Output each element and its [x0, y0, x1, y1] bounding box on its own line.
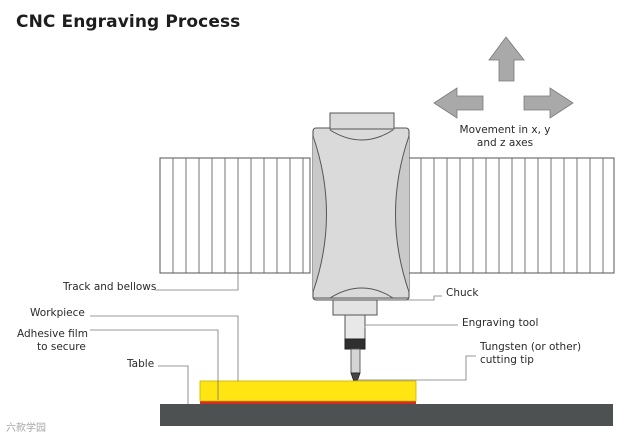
label-movement-line1: Movement in x, y	[459, 124, 551, 136]
label-table: Table	[127, 358, 155, 370]
label-workpiece: Workpiece	[30, 307, 85, 319]
bellows-left	[159, 157, 311, 274]
engraving-tool	[350, 348, 361, 388]
label-movement: Movement in x, y and z axes	[454, 124, 556, 150]
label-movement-line2: and z axes	[476, 137, 534, 149]
diagram-title: CNC Engraving Process	[16, 12, 241, 32]
movement-arrows	[433, 36, 574, 119]
table	[160, 404, 613, 426]
label-adhesive-line2: to secure	[37, 341, 86, 353]
leader-lines	[90, 273, 476, 404]
watermark: 六款学园	[6, 423, 46, 434]
label-chuck: Chuck	[446, 287, 479, 299]
bellows-right	[407, 157, 615, 274]
spindle-head	[312, 112, 410, 301]
label-tip-line1: Tungsten (or other)	[480, 341, 582, 353]
arrow-up-icon	[488, 36, 525, 82]
label-tip: Tungsten (or other) cutting tip	[480, 341, 581, 367]
label-tip-line2: cutting tip	[480, 354, 534, 366]
label-adhesive-line1: Adhesive film	[17, 328, 88, 340]
label-track: Track and bellows	[63, 281, 157, 293]
arrow-right-icon	[523, 87, 574, 119]
workpiece	[199, 380, 417, 402]
arrow-left-icon	[433, 87, 484, 119]
adhesive-film	[200, 400, 416, 404]
label-engraving-tool: Engraving tool	[462, 317, 539, 329]
chuck	[332, 299, 378, 350]
label-adhesive: Adhesive film to secure	[17, 328, 88, 354]
